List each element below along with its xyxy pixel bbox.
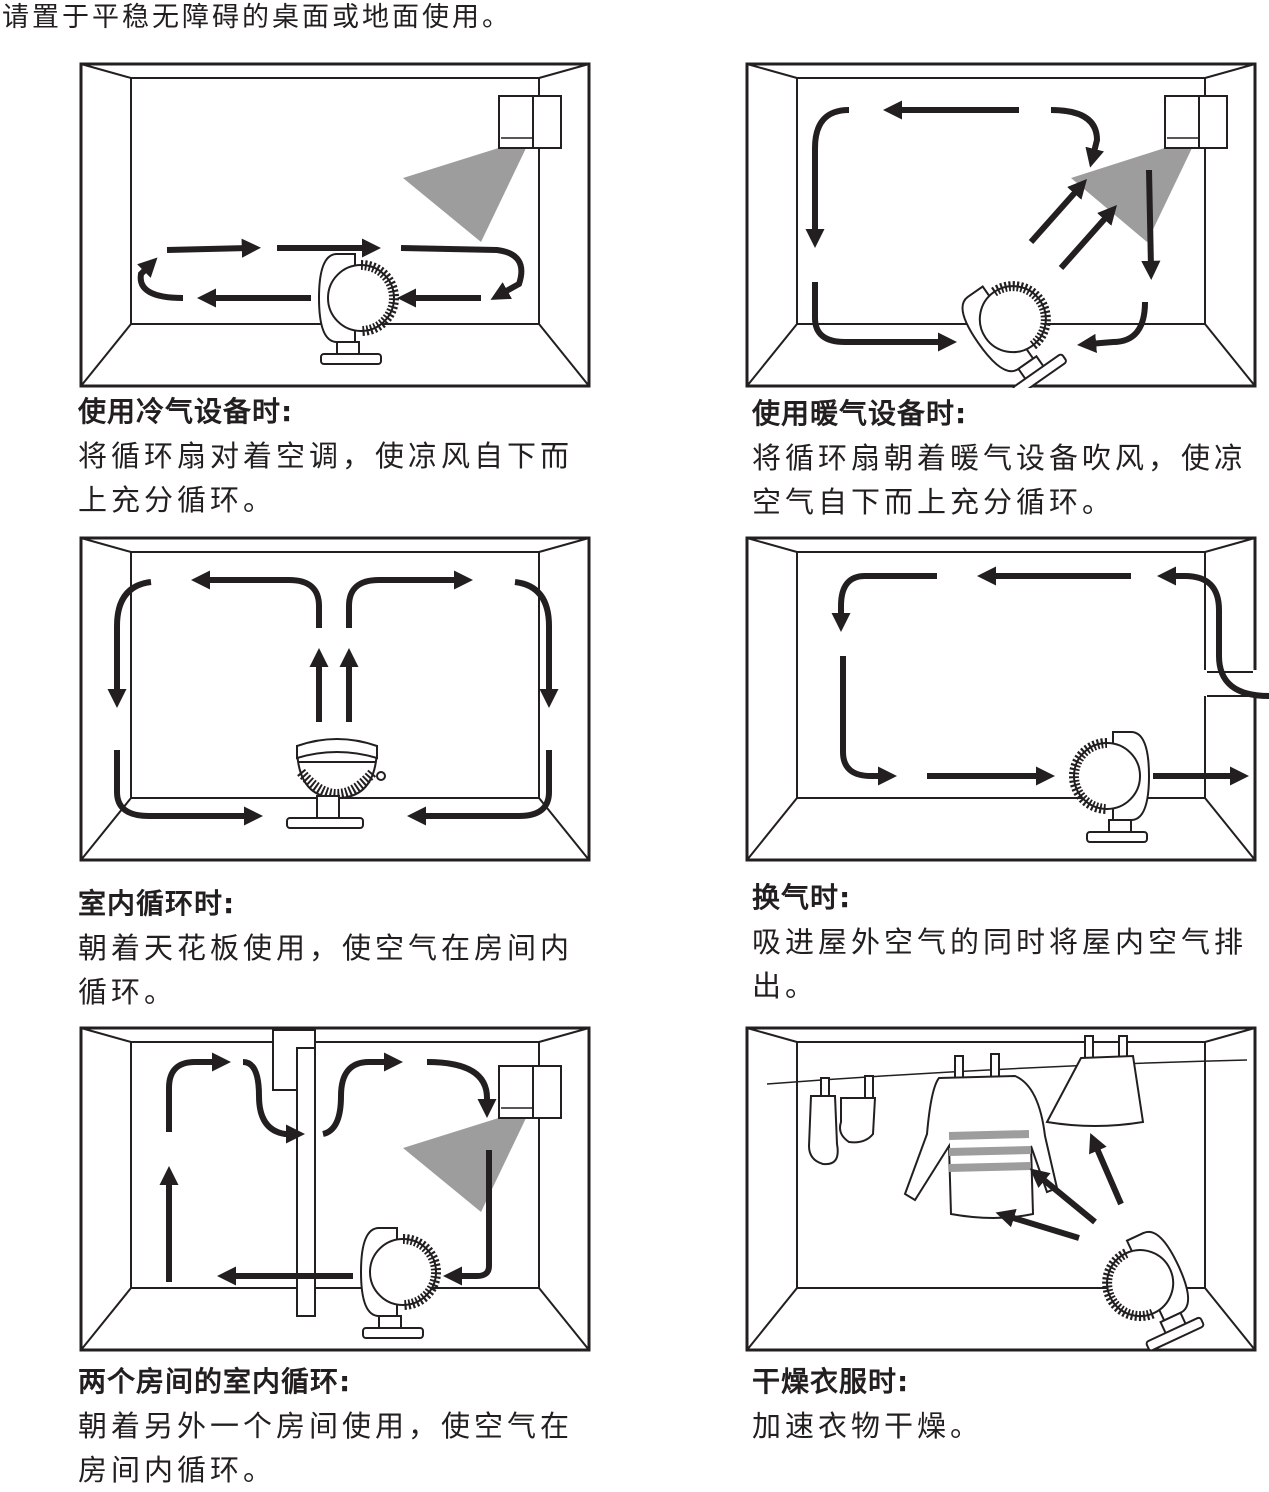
air-conditioner-icon <box>498 1065 562 1119</box>
ventilation-title: 换气时: <box>752 881 852 914</box>
sweater-icon <box>903 1053 1059 1219</box>
two-room-illustration <box>79 1026 591 1352</box>
cool-air-stream <box>403 1116 527 1212</box>
indoor-desc: 朝着天花板使用，使空气在房间内循环。 <box>78 931 574 1009</box>
drying-desc: 加速衣物干燥。 <box>752 1409 984 1443</box>
two-room-title: 两个房间的室内循环: <box>78 1365 352 1398</box>
heating-scene-illustration <box>745 62 1257 388</box>
clothesline <box>766 1059 1248 1085</box>
cooling-desc: 将循环扇对着空调，使凉风自下而上充分循环。 <box>78 439 574 517</box>
drying-clothes-illustration <box>745 1026 1257 1352</box>
indoor-circulation-illustration <box>79 536 591 862</box>
socks-icon <box>807 1075 877 1166</box>
drying-title: 干燥衣服时: <box>752 1365 910 1398</box>
two-room-desc: 朝着另外一个房间使用，使空气在房间内循环。 <box>78 1409 574 1487</box>
intro-text: 请置于平稳无障碍的桌面或地面使用。 <box>2 2 512 33</box>
room-partition-wall <box>272 1029 316 1317</box>
ventilation-desc: 吸进屋外空气的同时将屋内空气排出。 <box>752 925 1248 1003</box>
warm-air-stream <box>1071 146 1193 242</box>
air-conditioner-icon <box>498 95 562 149</box>
heater-unit-icon <box>1164 95 1228 149</box>
cooling-title: 使用冷气设备时: <box>78 395 294 428</box>
ventilation-illustration <box>745 536 1269 862</box>
indoor-title: 室内循环时: <box>78 887 236 920</box>
cooling-scene-illustration <box>79 62 591 388</box>
upward-fan-icon <box>286 738 386 829</box>
cool-air-stream <box>403 146 527 242</box>
heating-desc: 将循环扇朝着暖气设备吹风，使凉空气自下而上充分循环。 <box>752 441 1248 519</box>
skirt-icon <box>1045 1035 1145 1127</box>
heating-title: 使用暖气设备时: <box>752 397 968 430</box>
